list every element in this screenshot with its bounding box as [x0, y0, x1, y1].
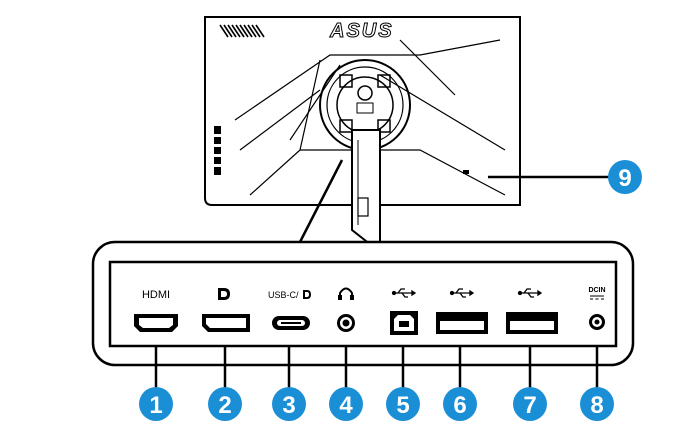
- monitor-back-panel: [204, 16, 521, 206]
- port-badge-5: [386, 387, 420, 421]
- headphone-icon: [338, 287, 354, 300]
- port-displayport: [202, 288, 250, 332]
- port-badge-6: [443, 387, 477, 421]
- port-badge-4: [329, 387, 363, 421]
- port-number-badges: 1 2 3 4 5 6 7 8: [139, 346, 614, 421]
- hdmi-port-icon: [134, 314, 178, 332]
- port-usb-a-2: [506, 288, 558, 334]
- usb-b-port-icon: [390, 311, 418, 335]
- port-badge-3: [272, 387, 306, 421]
- audio-jack-icon: [337, 314, 355, 332]
- port-badge-8: [580, 387, 614, 421]
- port-dc-in: DCIN: [588, 287, 606, 330]
- port-badge-7: [513, 387, 547, 421]
- port-usb-a-1: [436, 288, 488, 334]
- displayport-logo-icon: [218, 288, 230, 300]
- stand-neck: [351, 129, 381, 255]
- displayport-port-icon: [202, 314, 250, 332]
- back-panel-styling-lines: [234, 39, 506, 196]
- usb-a-port-icon: [506, 312, 558, 334]
- usb-symbol-icon: [517, 288, 543, 298]
- vent-grille-icon: [219, 24, 265, 38]
- port-detail-box: [91, 240, 635, 367]
- port-badge-7-number: 7: [523, 392, 536, 419]
- port-badge-1-number: 1: [149, 392, 162, 419]
- port-hdmi: HDMI: [134, 289, 178, 332]
- port-badge-8-number: 8: [590, 392, 603, 419]
- usb-symbol-icon: [449, 288, 475, 298]
- kensington-lock-icon: [463, 170, 469, 174]
- port-detail-inner-frame: [108, 260, 618, 348]
- callout-badge-9: 9: [608, 160, 642, 194]
- port-audio: [337, 287, 355, 332]
- detail-box-pointer: [298, 159, 344, 243]
- displayport-logo-icon: [303, 290, 311, 299]
- port-8-label: DCIN: [588, 287, 605, 294]
- port-detail-outer-frame: [91, 240, 635, 367]
- port-badge-5-number: 5: [396, 392, 409, 419]
- port-badge-3-number: 3: [282, 392, 295, 419]
- port-badge-6-number: 6: [453, 392, 466, 419]
- port-3-label: USB-C/: [268, 290, 299, 300]
- port-usb-c: USB-C/: [268, 290, 311, 330]
- port-badge-2-number: 2: [218, 392, 231, 419]
- port-1-label: HDMI: [142, 289, 170, 301]
- brand-logo: ASUS: [329, 20, 394, 42]
- port-badge-2: [208, 387, 242, 421]
- osd-buttons: [214, 126, 221, 175]
- monitor-rear-view: ASUS: [204, 16, 642, 255]
- dc-symbol-icon: [590, 295, 604, 300]
- usb-c-port-icon: [272, 316, 310, 330]
- port-usb-b: [390, 288, 418, 335]
- usb-a-port-icon: [436, 312, 488, 334]
- dc-in-jack-icon: [589, 314, 605, 330]
- usb-symbol-icon: [391, 288, 417, 298]
- port-badge-4-number: 4: [339, 392, 353, 419]
- port-badge-1: [139, 387, 173, 421]
- callout-9-number: 9: [618, 165, 631, 192]
